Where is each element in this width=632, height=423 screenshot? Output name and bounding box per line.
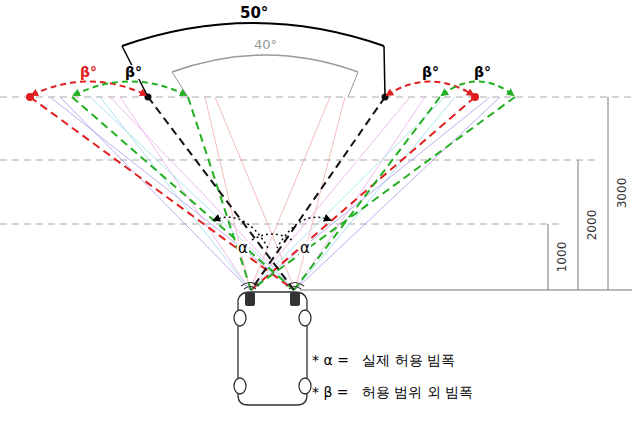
dimension-text: 2000 [586, 209, 598, 242]
alpha-label: α [299, 241, 311, 256]
beam-end-dot [26, 93, 479, 101]
dimension-text: 3000 [616, 177, 628, 210]
angle-arc [172, 55, 358, 72]
angle-arc-leg [122, 46, 148, 97]
beta-label: β° [124, 65, 143, 79]
beam-limit [30, 97, 515, 290]
angle-arc-leg [348, 72, 358, 97]
vehicle [234, 292, 311, 405]
beta-label: β° [79, 65, 98, 79]
sensor [241, 283, 304, 307]
angle-label: 50° [239, 6, 269, 21]
dimension-line [300, 97, 632, 290]
note-text: * α = 실제 허용 빔폭 [312, 353, 455, 367]
alpha-label: α [237, 241, 249, 256]
angle-arc-leg [384, 46, 385, 97]
dimension-text: 1000 [556, 241, 568, 274]
beam-allowed [148, 97, 385, 290]
beam-fan [50, 97, 500, 290]
beta-arc [32, 82, 513, 96]
beta-label: β° [473, 65, 492, 79]
angle-label: 40° [253, 38, 278, 51]
angle-arc-leg [172, 72, 188, 97]
alpha-arc [214, 217, 330, 248]
beta-label: β° [421, 65, 440, 79]
note-text: * β = 허용 범위 외 빔폭 [312, 385, 473, 399]
